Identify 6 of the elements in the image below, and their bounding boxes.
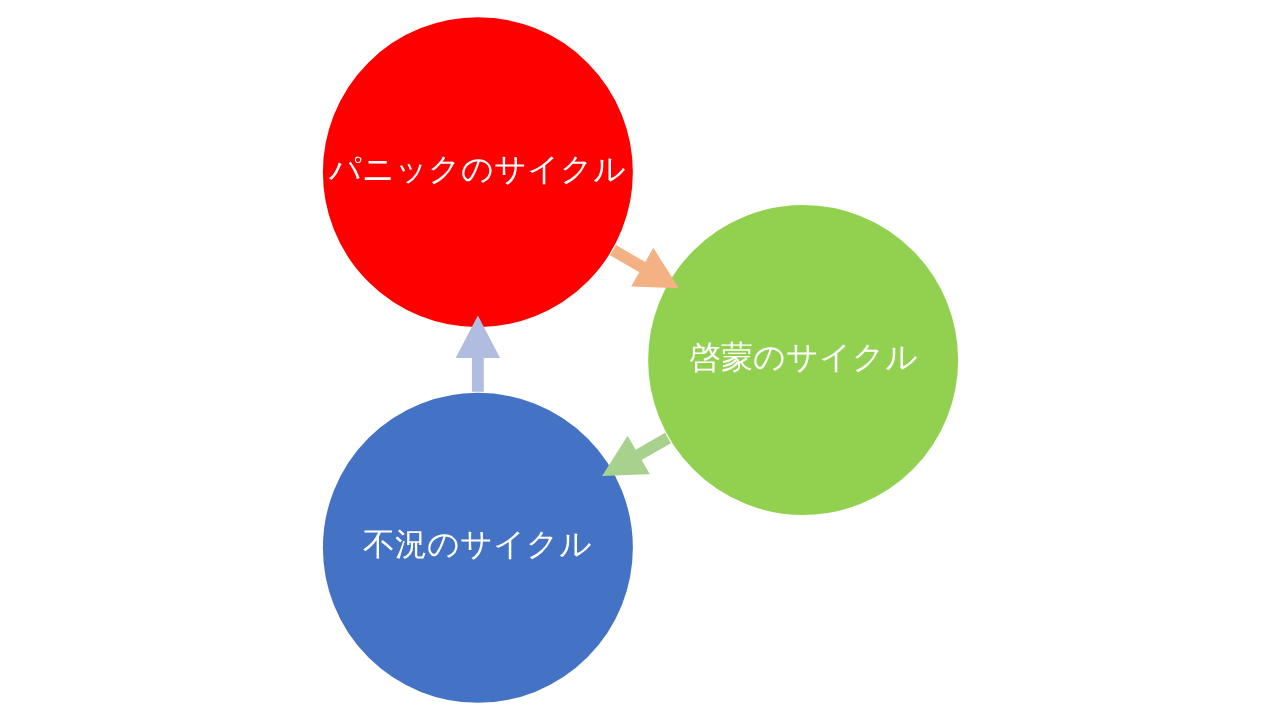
node-circle: パニックのサイクル — [320, 15, 635, 330]
arrow — [455, 315, 500, 392]
node-circle: 啓蒙のサイクル — [645, 203, 960, 517]
arrow — [609, 245, 679, 289]
node-circle: 不況のサイクル — [320, 390, 635, 705]
arrow — [601, 432, 671, 477]
